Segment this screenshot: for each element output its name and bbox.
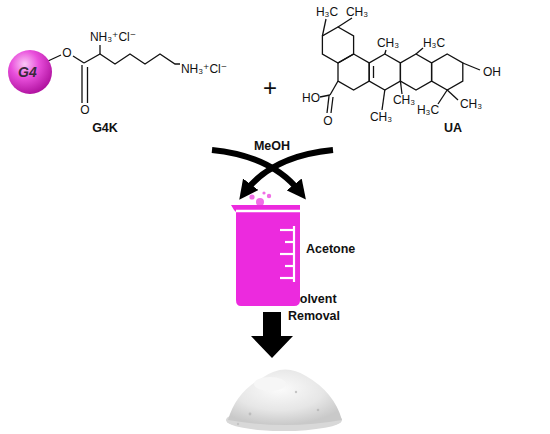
carbonyl-oxygen: O: [323, 114, 332, 128]
powder-highlight: [254, 377, 286, 391]
bond: [338, 18, 352, 27]
double-bond: [373, 66, 374, 78]
graduation-mark: [280, 253, 294, 255]
bond: [382, 90, 385, 110]
bond: [48, 55, 61, 61]
bond: [416, 48, 423, 54]
bubble: [249, 194, 254, 199]
bond: [81, 65, 82, 103]
methyl-group: CH₃: [370, 110, 392, 124]
amine-salt: NH₃⁺Cl⁻: [90, 30, 136, 44]
bubble: [256, 198, 264, 206]
compound-name: G4K: [92, 121, 118, 136]
methyl-group: CH₃: [377, 36, 399, 50]
methyl-group: CH₃: [393, 93, 415, 107]
bond: [400, 81, 402, 94]
bond: [438, 90, 447, 104]
methyl-group: CH₃: [346, 5, 368, 19]
plus-sign: +: [263, 74, 277, 103]
ua-skeleton: [320, 18, 480, 113]
bond: [330, 81, 338, 95]
methyl-group: H₃C: [316, 5, 338, 19]
carboxyl-hydroxyl: HO: [302, 91, 320, 105]
graduation-mark: [280, 229, 294, 231]
methyl-group: CH₃: [460, 97, 482, 111]
bond: [322, 19, 326, 36]
bond: [73, 56, 84, 63]
powder-grain: [237, 423, 239, 425]
hydroxyl-group: OH: [483, 65, 501, 79]
powder-illustration: [226, 369, 342, 431]
beaker-body: [231, 205, 300, 306]
ring: [322, 27, 353, 63]
powder-grain: [249, 413, 252, 416]
amine-salt: NH₃⁺Cl⁻: [181, 62, 227, 76]
g4k-bonds: [48, 45, 180, 103]
solvent-name: MeOH: [254, 139, 290, 154]
powder-grain: [317, 409, 320, 412]
bond: [327, 96, 329, 113]
sphere-label: G4: [18, 64, 37, 80]
bubble: [267, 194, 271, 198]
ring: [369, 54, 400, 90]
powder-grain: [295, 391, 297, 393]
bond-chain: [84, 54, 180, 64]
compound-name: UA: [444, 121, 462, 136]
beaker: Acetone: [230, 190, 370, 310]
carbonyl-oxygen: O: [80, 103, 89, 117]
powder-mound: [228, 369, 342, 425]
bond: [331, 97, 333, 113]
bond: [99, 45, 100, 54]
bond: [447, 90, 458, 100]
beaker-rim: [236, 210, 300, 213]
methyl-group: H₃C: [423, 36, 445, 50]
graduation-mark: [285, 241, 294, 243]
process-arrow: [251, 312, 293, 358]
mixing-arrow: [212, 150, 300, 192]
graduation-mark: [285, 265, 294, 267]
dendrimer-sphere: G4: [7, 49, 53, 95]
ester-oxygen: O: [62, 46, 71, 60]
bond: [463, 63, 480, 70]
ring: [338, 54, 369, 90]
bond: [385, 50, 386, 54]
graduation-scale: [293, 226, 295, 282]
ring: [400, 54, 431, 90]
mixing-arrow: [245, 150, 333, 192]
graduation-mark: [280, 277, 294, 279]
sphere-shape: [8, 50, 52, 94]
solvent-name: Acetone: [306, 242, 355, 256]
methyl-group: H₃C: [417, 103, 439, 117]
bubble: [262, 191, 265, 194]
bond: [87, 67, 88, 103]
ring: [432, 54, 463, 90]
